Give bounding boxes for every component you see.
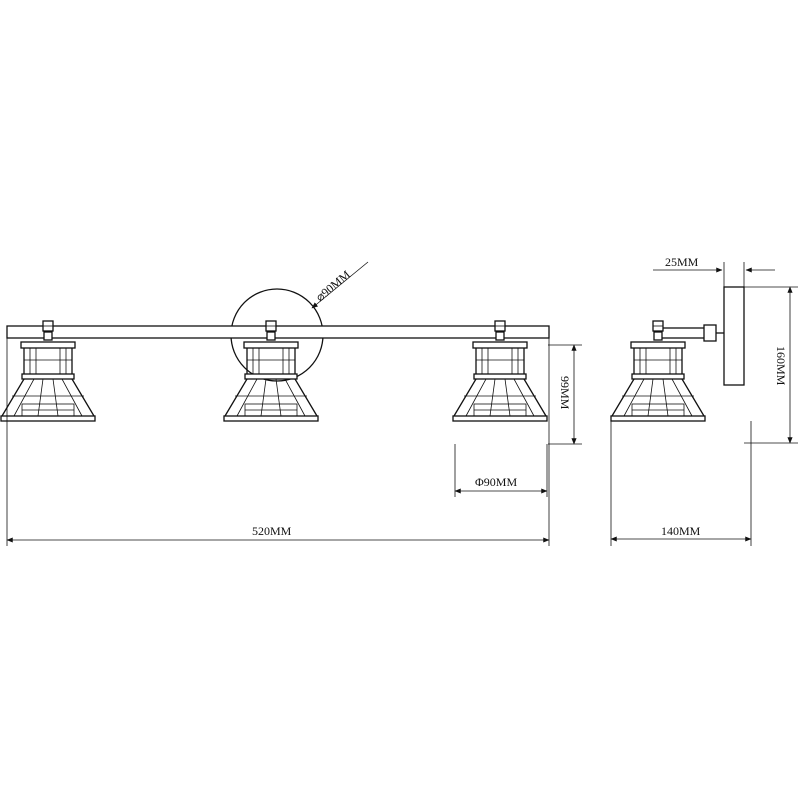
mounting-rail xyxy=(6,325,550,339)
wall-offset-label: 25MM xyxy=(665,255,699,269)
side-view xyxy=(610,286,745,422)
backplate-leader xyxy=(311,261,369,309)
overall-width-label: 520MM xyxy=(252,524,292,538)
side-depth-label: 140MM xyxy=(661,524,701,538)
side-wall-plate xyxy=(723,286,745,386)
backplate-diameter-label: ⌀90MM xyxy=(313,267,353,304)
shade-diameter-label: Φ90MM xyxy=(475,475,517,489)
shade-height-label: 99MM xyxy=(558,376,572,410)
side-height-label: 160MM xyxy=(774,346,788,386)
